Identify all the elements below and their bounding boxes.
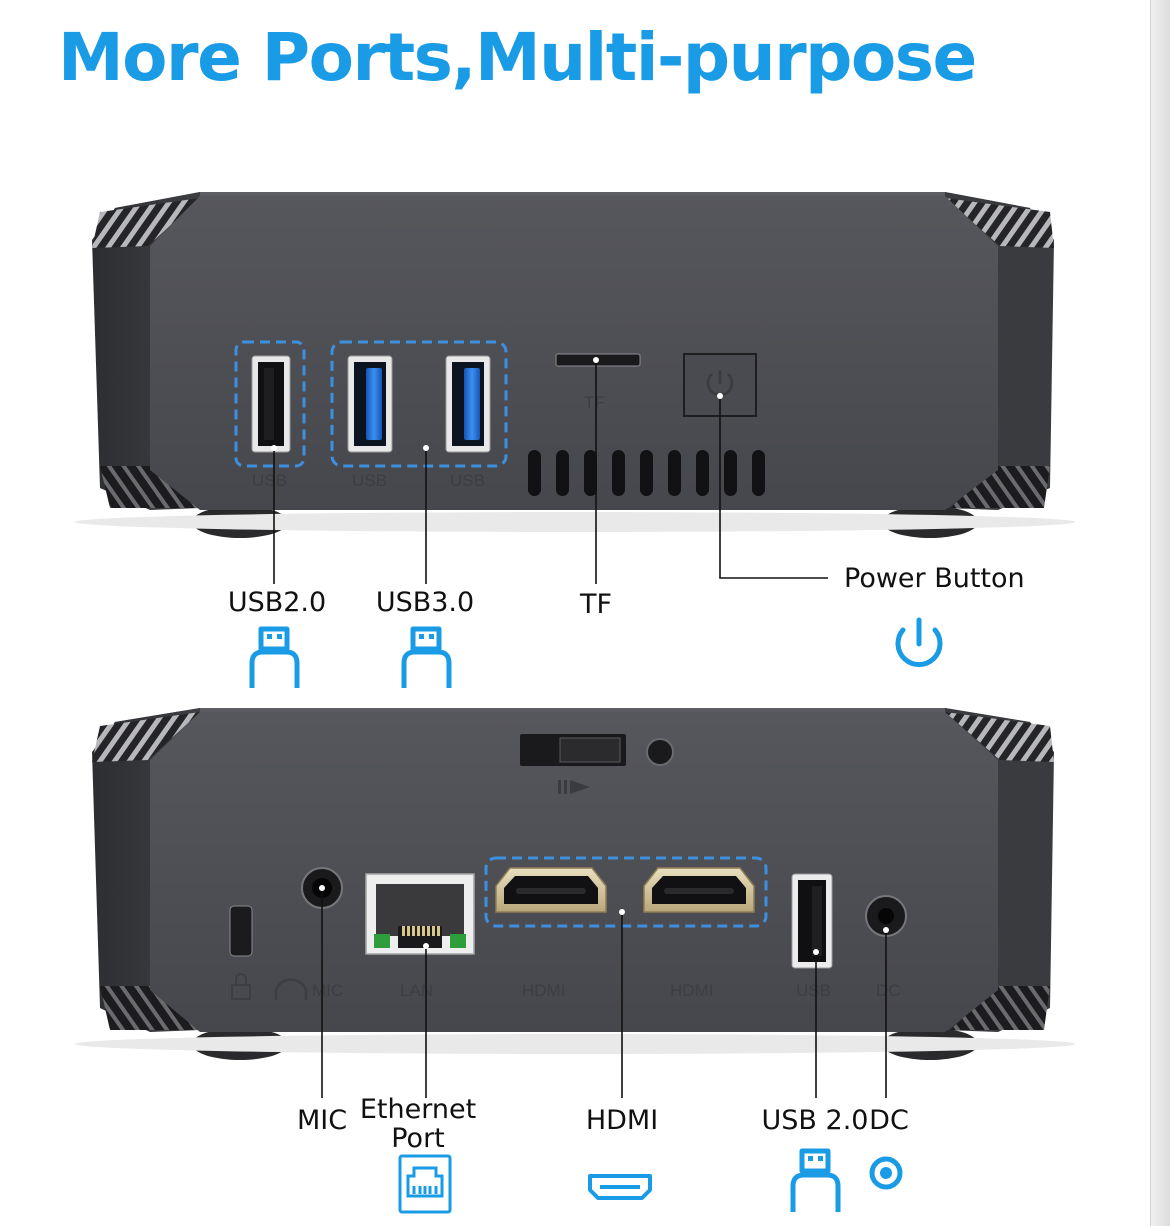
usb2-highlight-box	[234, 340, 306, 468]
top-jack	[646, 738, 674, 766]
hdmi-port-1	[495, 867, 607, 913]
headphone-icon	[274, 978, 308, 1000]
front-callout-dots	[271, 357, 723, 451]
engraved-usb-c: USB	[450, 471, 485, 490]
callout-dc: DC	[869, 1105, 909, 1136]
dc-icon	[869, 1156, 903, 1190]
callout-usb2: USB2.0	[227, 587, 327, 618]
front-callout-lines	[273, 360, 828, 584]
engraved-dc: DC	[876, 981, 901, 1000]
callout-ethernet-line2: Port	[391, 1123, 445, 1155]
callout-hdmi: HDMI	[585, 1105, 659, 1136]
front-device: USB USB USB TF	[75, 192, 1075, 538]
power-icon	[895, 617, 943, 668]
vent-bottom-left	[100, 986, 200, 1030]
shadow	[75, 1034, 1075, 1054]
vent-bottom-right	[950, 466, 1050, 508]
slide-switch-knob	[559, 737, 621, 763]
callout-tf: TF	[579, 589, 613, 620]
engraved-tf: TF	[584, 393, 605, 412]
callout-ethernet-line1: Ethernet	[359, 1094, 477, 1125]
vent-top-right	[945, 712, 1054, 762]
right-edge-strip	[1150, 0, 1170, 1226]
callout-power-button: Power Button	[844, 563, 1025, 594]
hdmi-highlight-box	[484, 856, 768, 928]
lock-icon	[231, 973, 251, 1000]
vent-top-left	[92, 198, 200, 248]
callout-usb3: USB3.0	[375, 587, 475, 618]
usb3-port-2-tongue	[464, 368, 480, 440]
vent-top-left	[92, 712, 200, 762]
engraved-usb-b: USB	[352, 471, 387, 490]
dc-jack-hole	[878, 908, 894, 924]
switch-engraved-icon	[558, 780, 590, 794]
front-vent-slots	[528, 450, 765, 496]
usb3-port-1-tongue	[366, 368, 382, 440]
engraved-mic: MIC	[312, 981, 343, 1000]
callout-ethernet-port: Ethernet Port	[360, 1095, 476, 1153]
usb-icon	[790, 1148, 841, 1212]
vent-bottom-left	[100, 466, 200, 508]
rear-callout-lines	[321, 888, 887, 1098]
shadow	[75, 512, 1075, 532]
engraved-hdmi-2: HDMI	[670, 981, 713, 1000]
front-face	[150, 196, 998, 510]
headline: More Ports,Multi-purpose	[58, 19, 977, 96]
lan-led-left	[374, 934, 390, 948]
lan-led-right	[450, 934, 466, 948]
rear-callout-dots	[319, 885, 889, 955]
rear-usb-port-tongue	[812, 886, 822, 956]
engraved-hdmi-1: HDMI	[522, 981, 565, 1000]
hdmi-port-2	[643, 867, 755, 913]
usb-icon	[249, 626, 300, 688]
rear-device: MIC LAN HDMI HDMI USB	[75, 708, 1075, 1060]
engraved-usb-a: USB	[252, 471, 287, 490]
kensington-lock-slot	[229, 905, 253, 957]
vent-bottom-right	[950, 986, 1050, 1030]
lan-pins	[402, 926, 440, 936]
usb2-port-tongue	[264, 368, 274, 440]
usb-icon	[401, 626, 452, 688]
engraved-usb: USB	[796, 981, 831, 1000]
engraved-lan: LAN	[400, 981, 433, 1000]
callout-mic: MIC	[296, 1105, 348, 1136]
hdmi-icon	[588, 1174, 652, 1200]
ethernet-icon	[398, 1154, 452, 1214]
vent-top-right	[945, 198, 1054, 248]
callout-usb-2-0: USB 2.0	[761, 1105, 869, 1136]
